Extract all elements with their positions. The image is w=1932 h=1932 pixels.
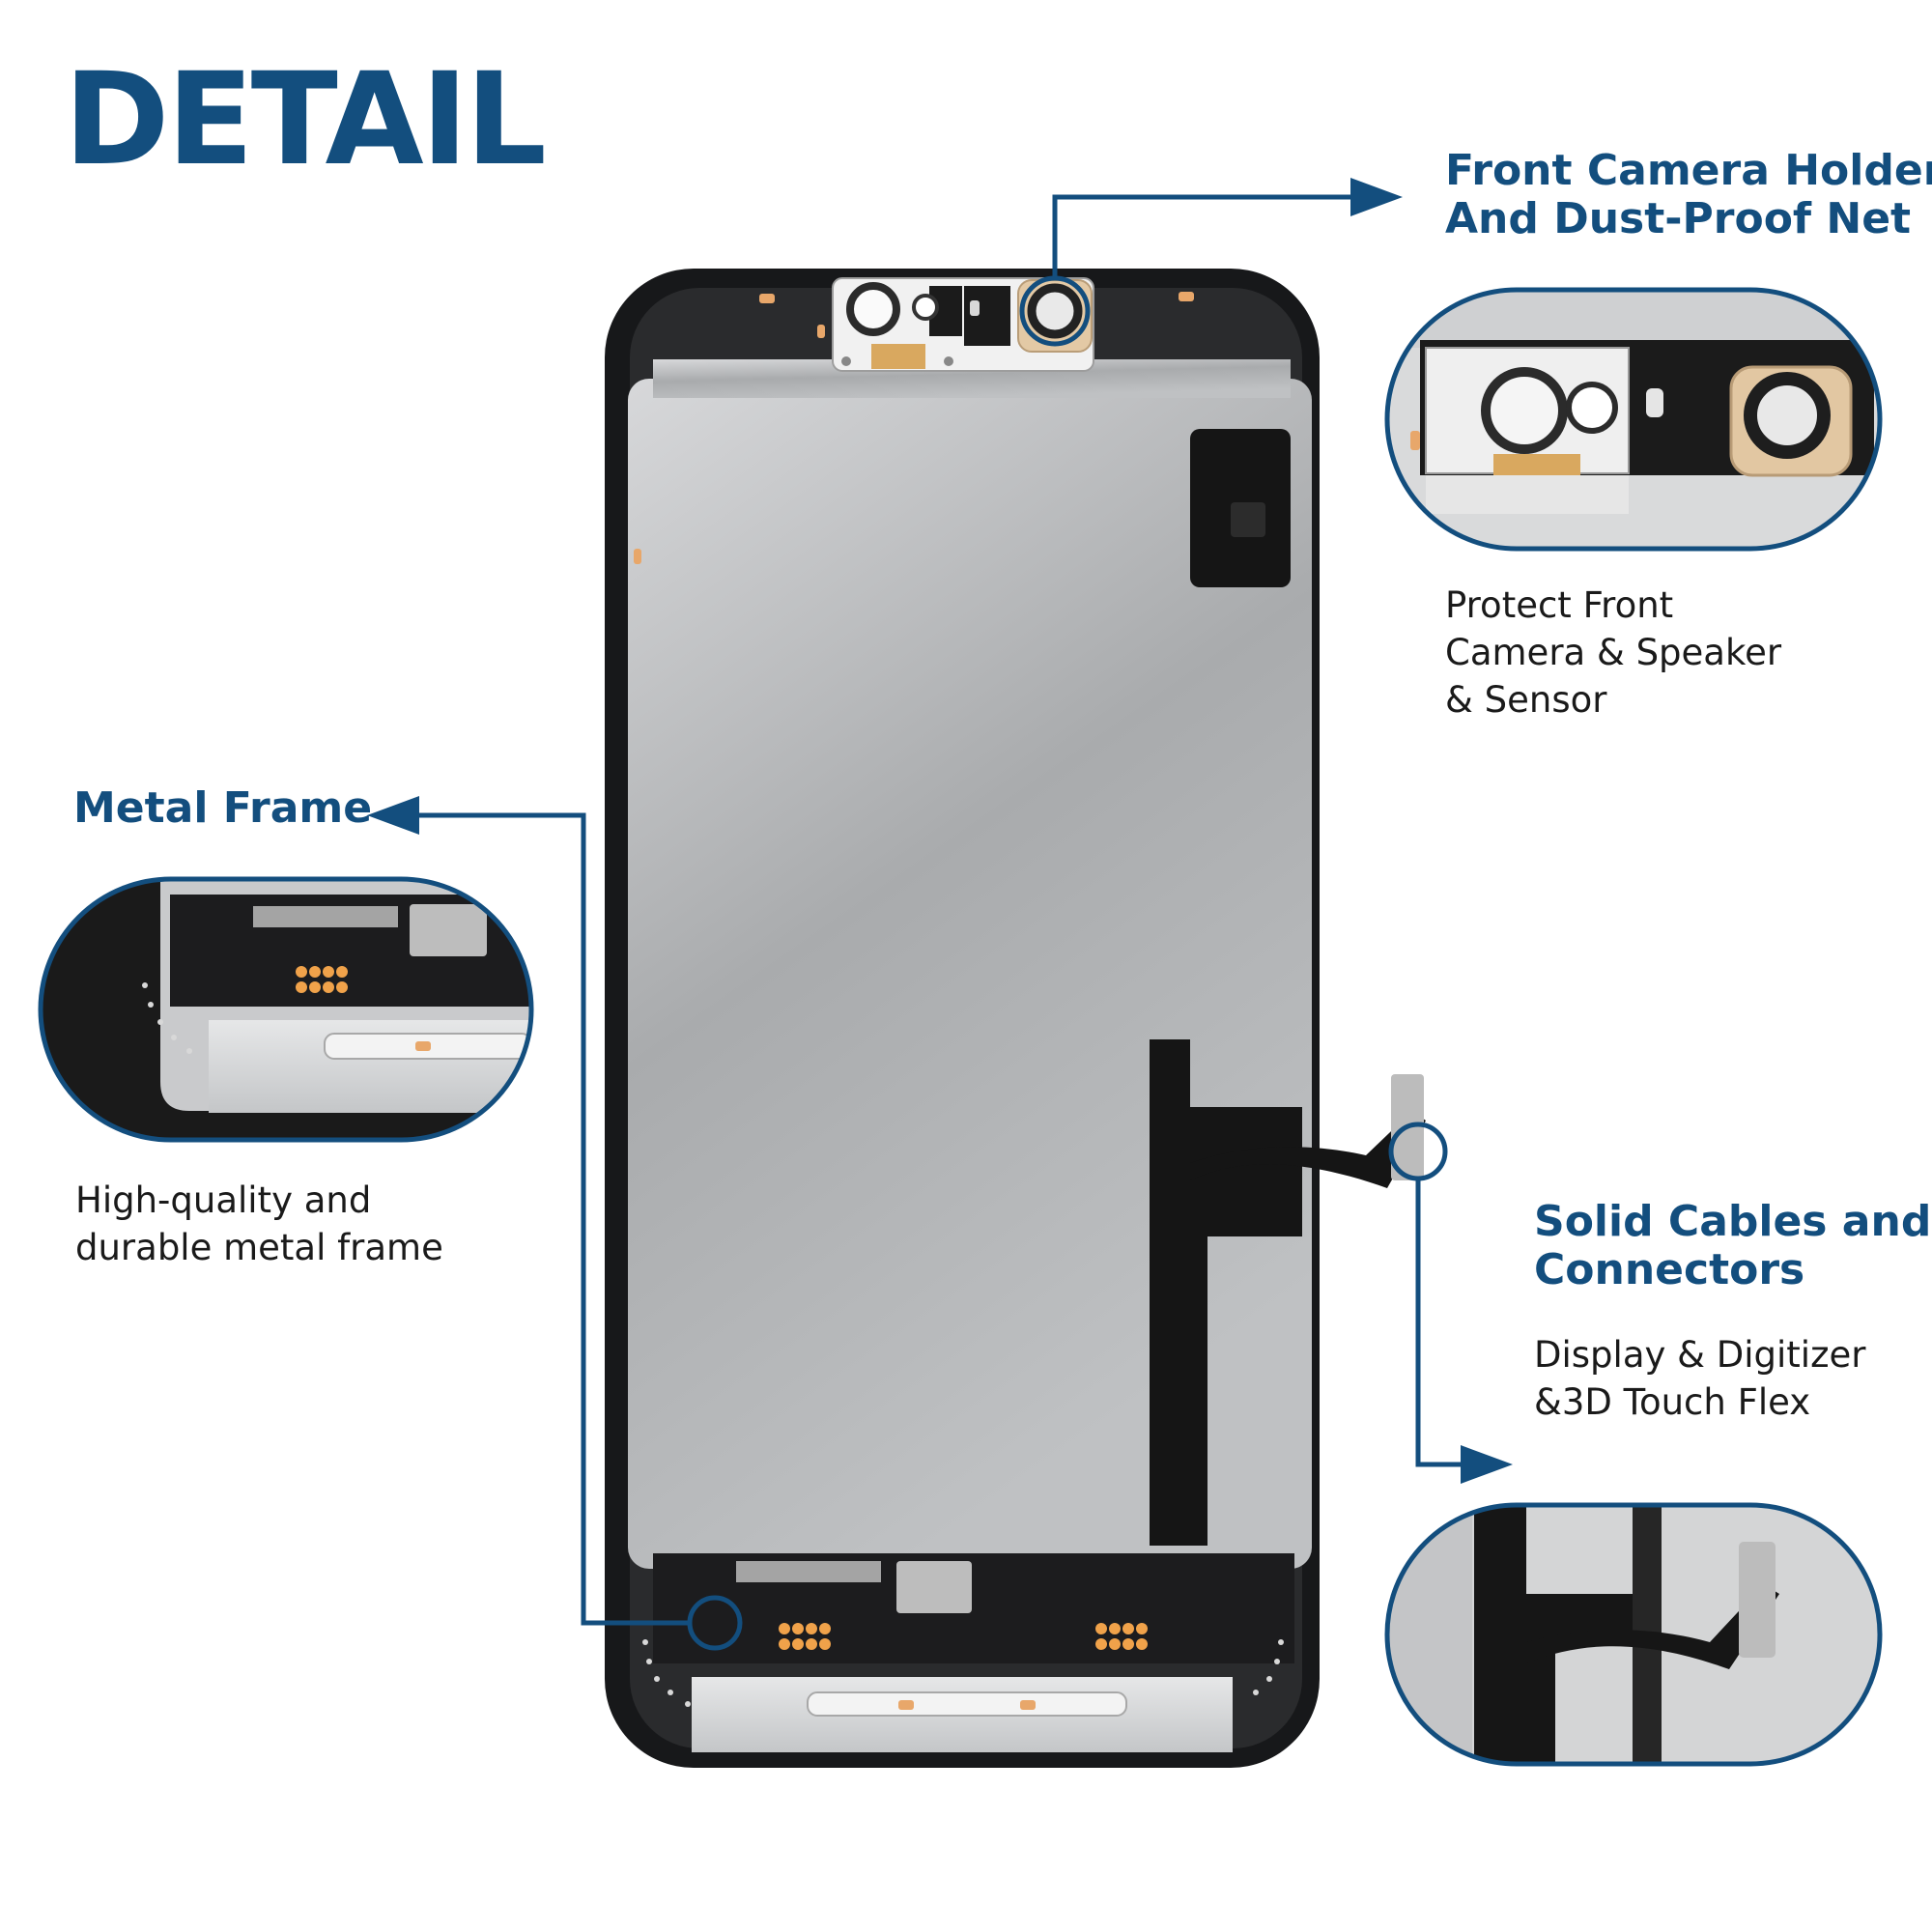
top-sensor-module	[832, 277, 1094, 372]
page-title: DETAIL	[64, 45, 547, 194]
phone-display-assembly	[605, 269, 1426, 1768]
metal-frame-zoom-image	[41, 879, 531, 1140]
metal-frame-heading: Metal Frame	[73, 783, 373, 833]
cables-callout	[1384, 1122, 1883, 1767]
contact-pads-left	[779, 1623, 831, 1650]
front-camera-zoom-image	[1387, 290, 1880, 549]
metal-frame-callout	[38, 796, 743, 1651]
front-camera-callout	[1019, 178, 1883, 552]
cables-description: Display & Digitizer &3D Touch Flex	[1534, 1334, 1866, 1423]
front-camera-description: Protect Front Camera & Speaker & Sensor	[1445, 584, 1782, 721]
contact-pads-right	[1095, 1623, 1148, 1650]
cables-heading: Solid Cables and Connectors	[1534, 1197, 1932, 1294]
front-camera-heading: Front Camera Holder And Dust-Proof Net	[1445, 146, 1932, 243]
cables-zoom-image	[1387, 1505, 1880, 1764]
metal-frame-description: High-quality and durable metal frame	[75, 1179, 443, 1268]
